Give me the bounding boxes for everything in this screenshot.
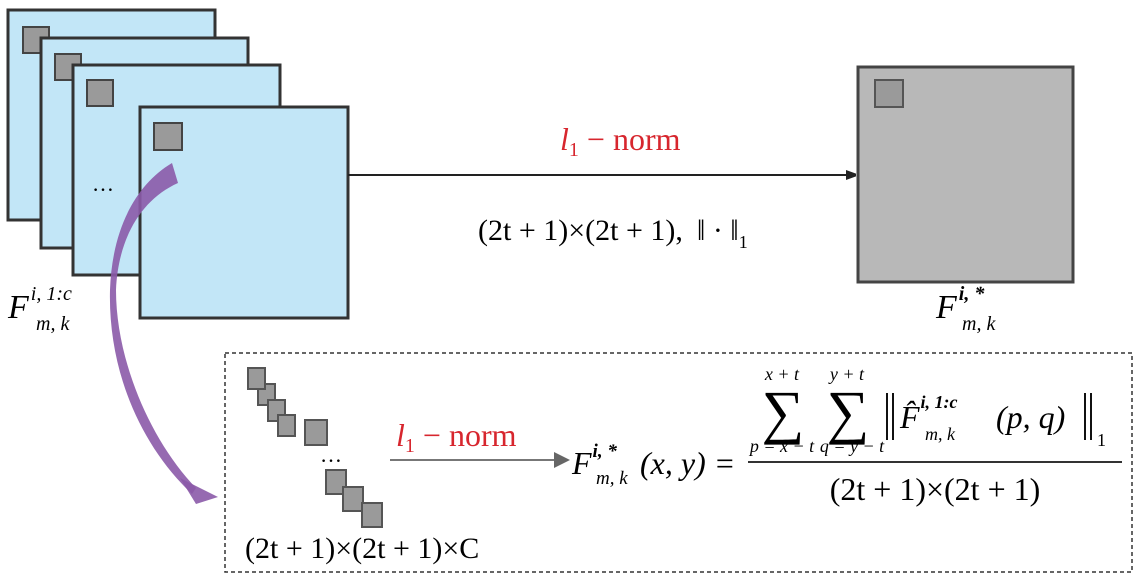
- window-caption: (2t + 1)×(2t + 1),‖ · ‖1: [478, 214, 748, 252]
- purple-curved-arrow-icon: [109, 163, 218, 504]
- formula-lhs: Fi, *m, k(x, y) =: [571, 441, 735, 489]
- output-patch: [874, 79, 904, 108]
- l1-norm-label: l1 − norm: [560, 121, 681, 161]
- input-feature-maps: …: [6, 8, 350, 320]
- formula-denominator: (2t + 1)×(2t + 1): [830, 471, 1041, 507]
- detail-box: [224, 352, 1133, 573]
- svg-text:∑: ∑: [762, 379, 805, 445]
- patch-4: [153, 122, 183, 151]
- svg-text:p = x − t: p = x − t: [748, 436, 815, 456]
- detail-l1-norm-label: l1 − norm: [396, 417, 517, 457]
- patch-size-label: (2t + 1)×(2t + 1)×C: [245, 532, 479, 565]
- svg-text:x + t: x + t: [764, 364, 800, 384]
- svg-text:y + t: y + t: [828, 364, 865, 384]
- svg-text:1: 1: [1097, 430, 1106, 450]
- svg-text:∑: ∑: [827, 379, 870, 445]
- patch-3: [86, 79, 114, 107]
- svg-text:F̂i, 1:cm, k(p, q): F̂i, 1:cm, k(p, q): [899, 392, 1065, 444]
- formula-numerator: x + t ∑ p = x − t y + t ∑ q = y − t F̂i,…: [748, 364, 1106, 456]
- detail-ellipsis: …: [320, 442, 342, 467]
- ellipsis: …: [92, 171, 114, 196]
- patch-stack: [247, 367, 383, 528]
- svg-text:q = y − t: q = y − t: [820, 436, 885, 456]
